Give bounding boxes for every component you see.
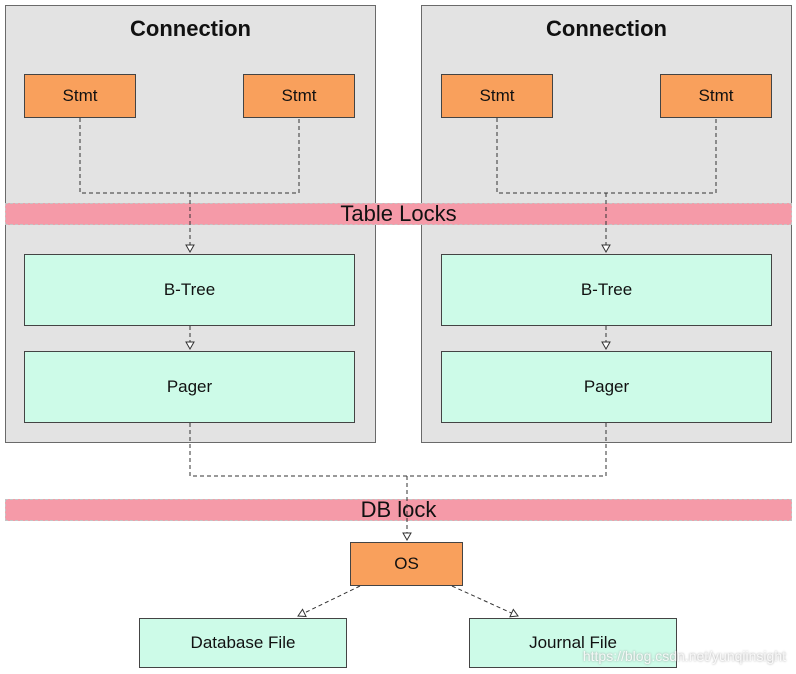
btree-box: B-Tree bbox=[24, 254, 355, 326]
database-file-box: Database File bbox=[139, 618, 347, 668]
table-locks-bar: Table Locks bbox=[5, 201, 792, 226]
stmt-box: Stmt bbox=[243, 74, 355, 118]
pager-box: Pager bbox=[24, 351, 355, 423]
btree-box: B-Tree bbox=[441, 254, 772, 326]
connection-title: Connection bbox=[546, 16, 667, 41]
stmt-box: Stmt bbox=[441, 74, 553, 118]
connection-title: Connection bbox=[130, 16, 251, 41]
os-to-journal-file-arrow bbox=[451, 585, 519, 618]
pager-box: Pager bbox=[441, 351, 772, 423]
os-to-database-file-arrow bbox=[297, 585, 361, 618]
stmt-box: Stmt bbox=[660, 74, 772, 118]
stmt-box: Stmt bbox=[24, 74, 136, 118]
watermark-text: https://blog.csdn.net/yunqiinsight bbox=[582, 648, 786, 664]
journal-file-box: Journal File bbox=[469, 618, 677, 668]
db-lock-bar: DB lock bbox=[5, 497, 792, 522]
os-box: OS bbox=[350, 542, 463, 586]
